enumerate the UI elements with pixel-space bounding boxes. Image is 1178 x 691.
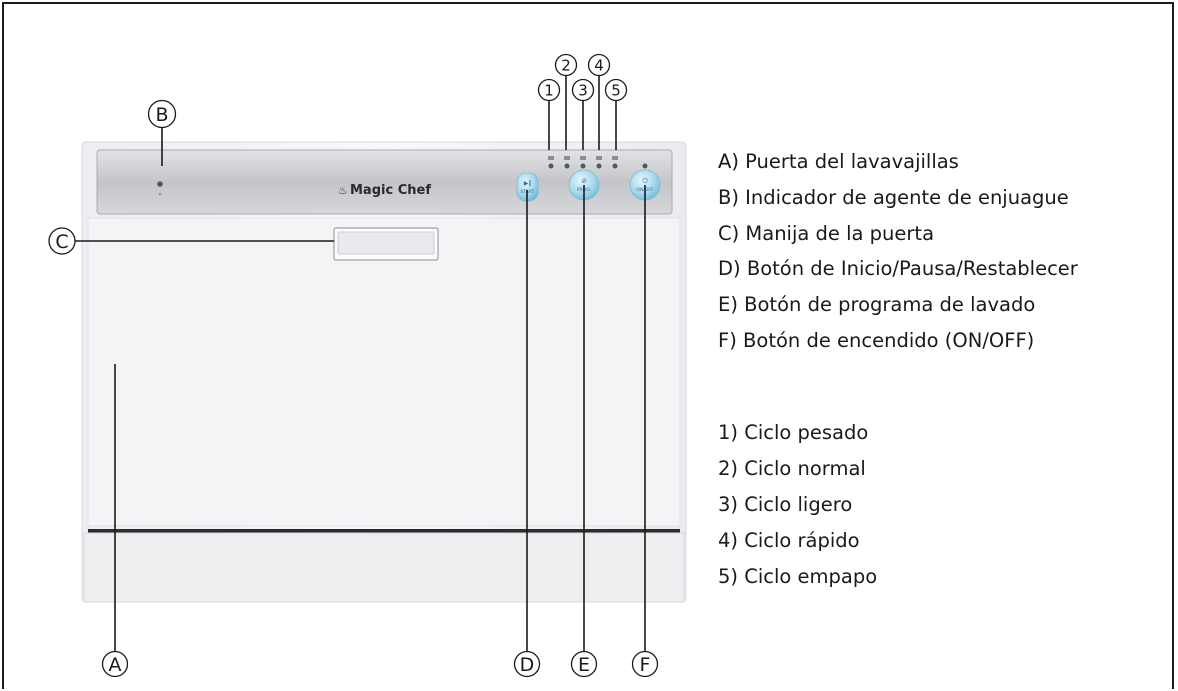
legend-part-F: F) Botón de encendido (ON/OFF) bbox=[718, 329, 1035, 352]
svg-text:1: 1 bbox=[544, 82, 554, 100]
legend-cycle-5: 5) Ciclo empapo bbox=[718, 565, 878, 588]
legend-cycle-1: 1) Ciclo pesado bbox=[718, 421, 869, 444]
legend-part-E: E) Botón de programa de lavado bbox=[718, 293, 1036, 316]
svg-text:⏻: ⏻ bbox=[642, 177, 648, 185]
legend-cycle-4: 4) Ciclo rápido bbox=[718, 529, 860, 552]
callout-3: 3 bbox=[571, 78, 595, 102]
dishwasher-base bbox=[83, 532, 685, 603]
cycle-light-4 bbox=[596, 156, 602, 169]
callout-F: F bbox=[631, 650, 659, 678]
callout-2: 2 bbox=[554, 53, 578, 77]
rinse-agent-indicator: ✦ bbox=[157, 181, 163, 198]
power-light bbox=[642, 163, 648, 169]
legend-cycle-2: 2) Ciclo normal bbox=[718, 457, 866, 480]
svg-text:5: 5 bbox=[611, 82, 621, 100]
callout-1: 1 bbox=[537, 78, 561, 102]
callout-4: 4 bbox=[587, 53, 611, 77]
svg-text:B: B bbox=[155, 104, 168, 126]
callout-A: A bbox=[101, 650, 129, 678]
svg-text:A: A bbox=[109, 654, 122, 676]
cycle-light-5 bbox=[612, 156, 618, 169]
svg-text:E: E bbox=[578, 654, 590, 676]
dishwasher-body bbox=[81, 141, 687, 603]
legend-part-D: D) Botón de Inicio/Pausa/Restablecer bbox=[718, 257, 1078, 280]
legend-part-A: A) Puerta del lavavajillas bbox=[718, 150, 959, 173]
svg-text:♨: ♨ bbox=[338, 184, 348, 197]
svg-text:✦: ✦ bbox=[158, 192, 162, 198]
legend-cycle-3: 3) Ciclo ligero bbox=[718, 493, 853, 516]
svg-text:3: 3 bbox=[578, 82, 588, 100]
cycle-light-2 bbox=[564, 156, 570, 169]
brand-logo-text: Magic Chef bbox=[350, 183, 431, 198]
callout-C: C bbox=[48, 227, 76, 255]
brand-logo: ♨ Magic Chef bbox=[338, 183, 431, 198]
svg-text:2: 2 bbox=[561, 57, 571, 75]
cycle-light-3 bbox=[580, 156, 586, 169]
svg-text:D: D bbox=[520, 654, 535, 676]
cycle-indicators bbox=[548, 156, 648, 169]
callout-E: E bbox=[570, 650, 598, 678]
callout-D: D bbox=[513, 650, 541, 678]
cycle-light-1 bbox=[548, 156, 554, 169]
svg-text:C: C bbox=[55, 231, 68, 253]
dishwasher-door bbox=[87, 217, 681, 527]
callout-5: 5 bbox=[604, 78, 628, 102]
svg-text:4: 4 bbox=[594, 57, 604, 75]
callout-B: B bbox=[147, 99, 177, 129]
legend-part-B: B) Indicador de agente de enjuague bbox=[718, 186, 1069, 209]
legend-part-C: C) Manija de la puerta bbox=[718, 222, 935, 245]
svg-text:F: F bbox=[640, 654, 651, 676]
svg-text:⊘: ⊘ bbox=[581, 177, 587, 185]
door-handle[interactable] bbox=[333, 227, 439, 261]
leader-lines bbox=[75, 76, 646, 652]
svg-text:▶‖: ▶‖ bbox=[524, 180, 532, 187]
